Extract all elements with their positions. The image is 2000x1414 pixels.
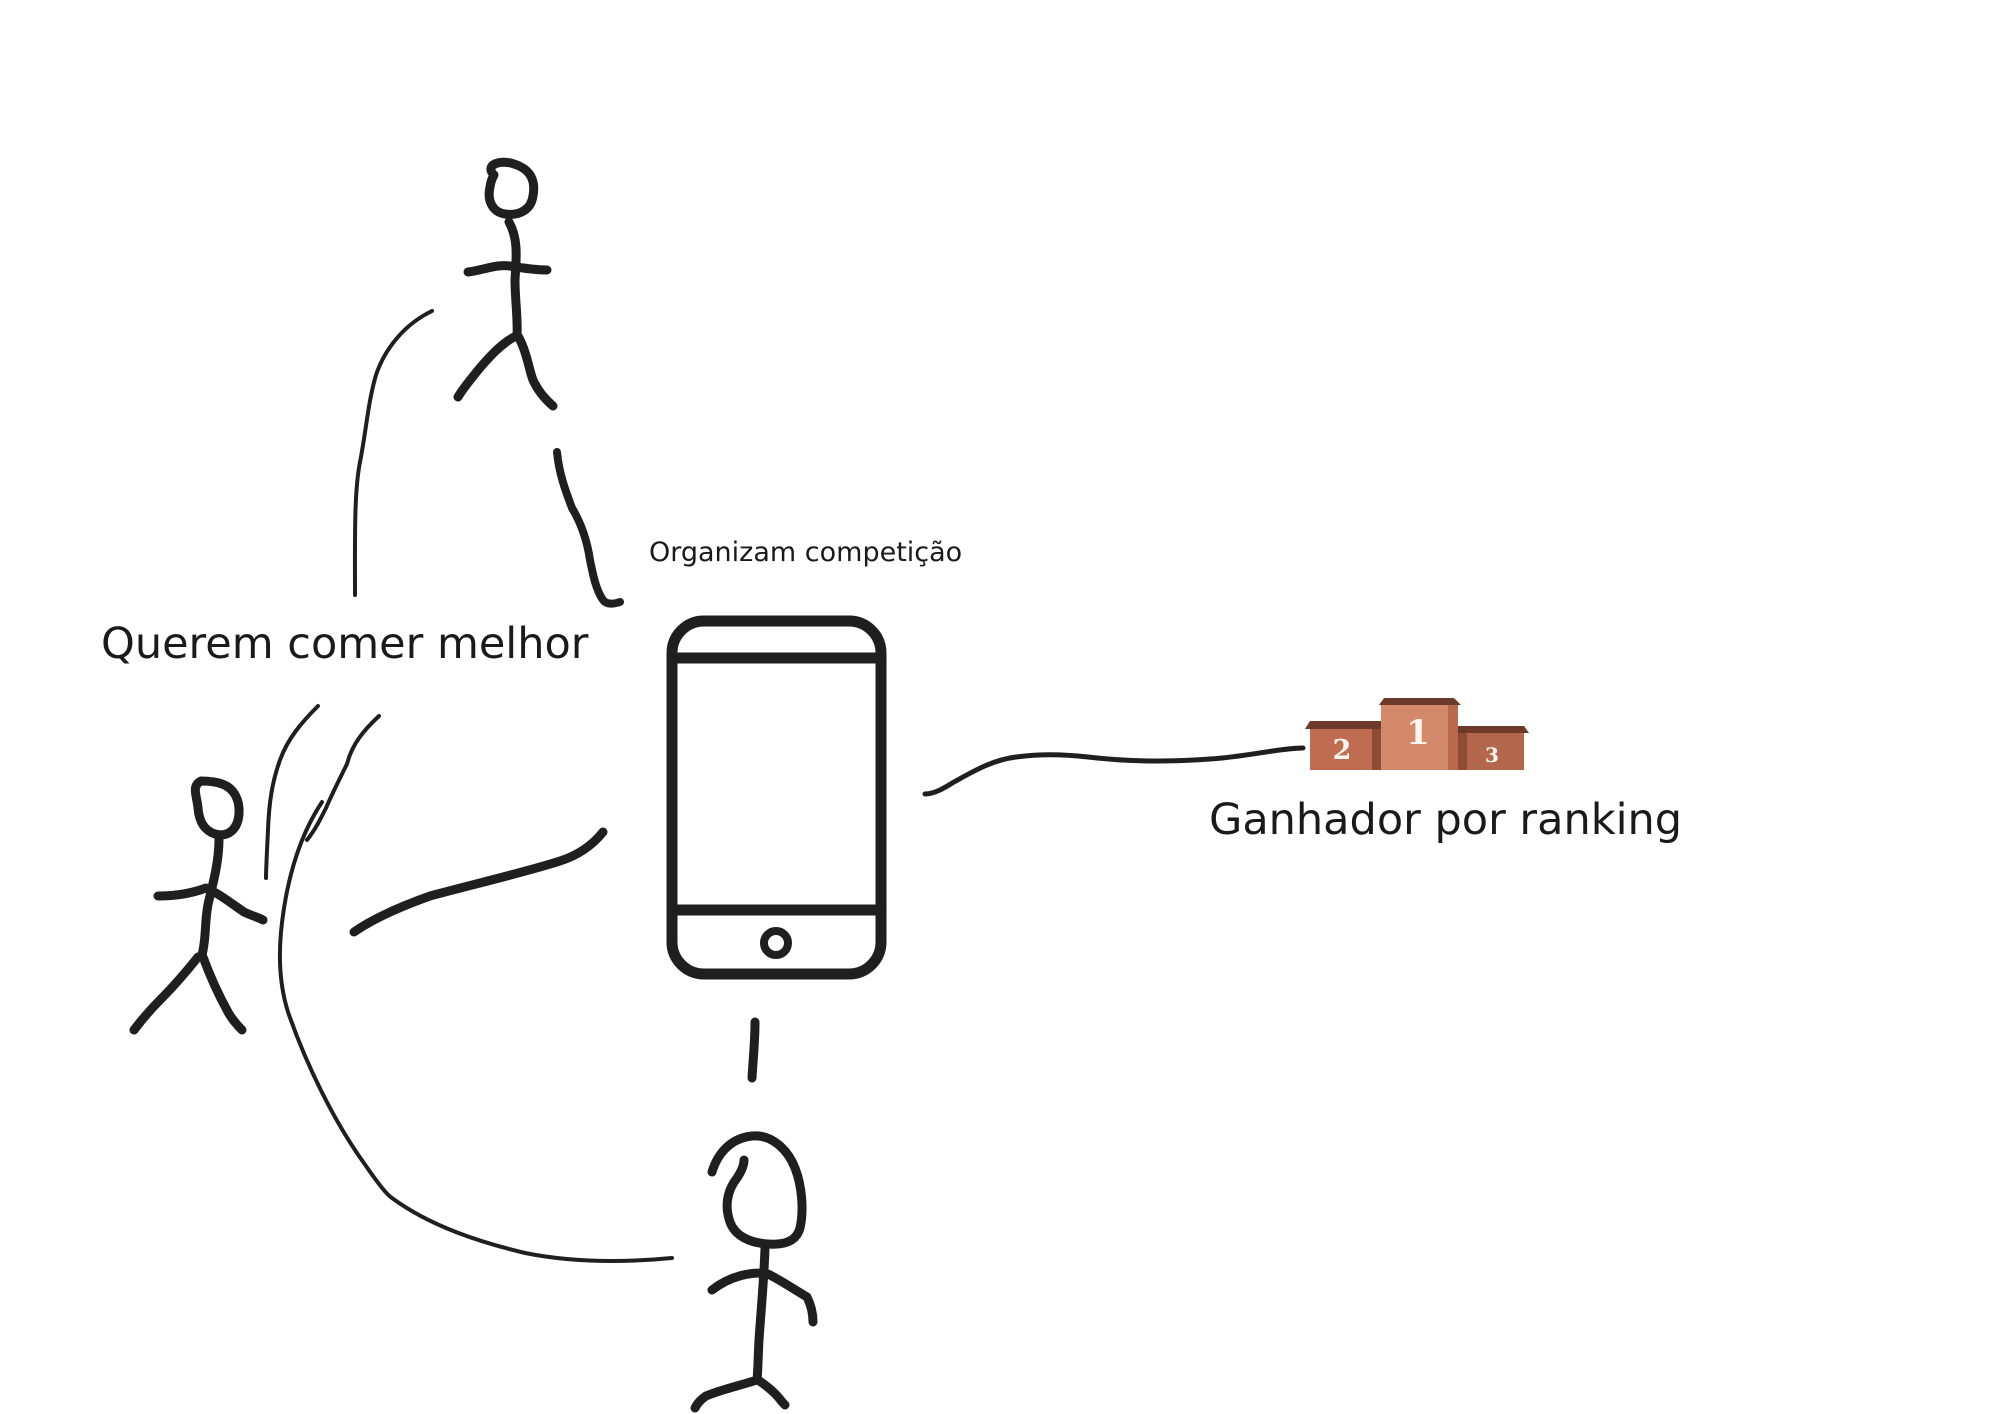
stick-figure-left-head bbox=[190, 776, 244, 840]
podium-second-top bbox=[1305, 721, 1384, 729]
podium-third-block bbox=[1458, 733, 1524, 770]
stick-figure-left-leg-right bbox=[198, 952, 247, 1035]
smartphone-icon bbox=[666, 615, 887, 980]
podium-first-top bbox=[1379, 698, 1461, 705]
label-organizam: Organizam competição bbox=[649, 537, 963, 568]
podium-third-top bbox=[1458, 726, 1529, 733]
stick-figure-bottom-leg-right bbox=[753, 1375, 790, 1410]
stick-figure-left-body bbox=[197, 834, 224, 960]
podium-second-block bbox=[1310, 729, 1381, 770]
podium-first-block bbox=[1381, 705, 1458, 770]
label-querem: Querem comer melhor bbox=[101, 619, 589, 669]
connector-phone-to-bottom bbox=[747, 1017, 760, 1083]
connector-phone-to-podium bbox=[922, 745, 1306, 797]
connector-top-right bbox=[553, 448, 624, 608]
connector-left-long-arc bbox=[277, 800, 674, 1263]
podium-first-number: 1 bbox=[1406, 713, 1430, 753]
connector-strokes bbox=[264, 309, 1306, 1263]
stick-figure-bottom bbox=[690, 1131, 818, 1413]
stick-figure-left-arms bbox=[153, 883, 268, 925]
stick-figure-top-leg-right bbox=[513, 331, 558, 411]
podium-first-shade bbox=[1448, 705, 1458, 770]
stick-figure-bottom-arms bbox=[707, 1268, 818, 1327]
label-ganhador: Ganhador por ranking bbox=[1209, 795, 1683, 845]
podium-second-number: 2 bbox=[1333, 735, 1352, 766]
connector-left-mid bbox=[305, 714, 381, 842]
podium-second-shade bbox=[1372, 729, 1381, 770]
smartphone-home-button bbox=[760, 927, 792, 959]
connector-phone-to-left bbox=[349, 827, 608, 937]
stick-figure-left bbox=[129, 776, 268, 1035]
stick-figure-top bbox=[453, 157, 558, 411]
podium-icon: 2 1 3 bbox=[1305, 698, 1529, 770]
smartphone-body bbox=[666, 615, 887, 980]
podium-third-shade bbox=[1458, 733, 1467, 770]
stick-figure-top-head bbox=[484, 157, 539, 219]
stick-figure-bottom-body bbox=[752, 1243, 770, 1385]
stick-figure-top-leg-left bbox=[453, 331, 521, 402]
stick-figure-top-body bbox=[504, 217, 522, 341]
connector-left-short bbox=[264, 704, 320, 880]
stick-figure-left-leg-left bbox=[129, 952, 203, 1035]
stick-figure-bottom-leg-left bbox=[690, 1375, 762, 1413]
podium-third-number: 3 bbox=[1485, 743, 1499, 767]
stick-figure-bottom-head bbox=[707, 1131, 807, 1249]
stick-figure-top-arms bbox=[463, 261, 552, 277]
connector-top-left-arc bbox=[352, 309, 434, 597]
